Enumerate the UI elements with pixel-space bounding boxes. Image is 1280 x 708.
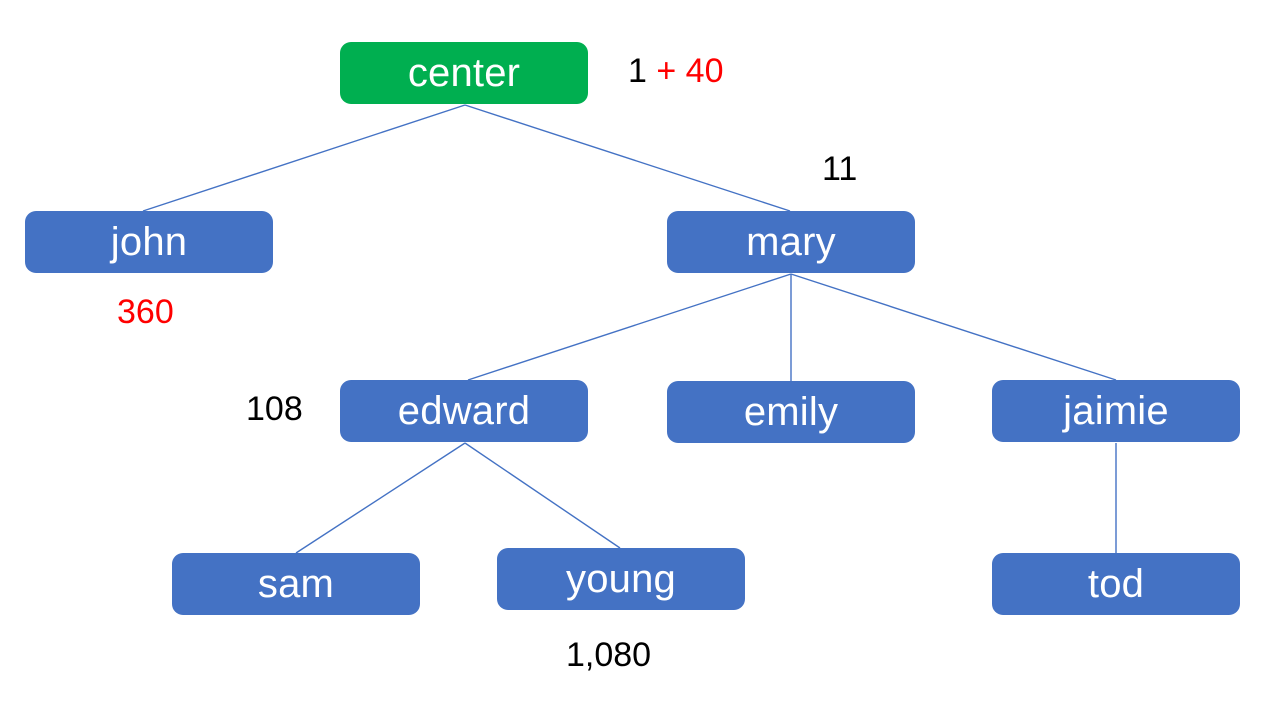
- annotation-edward-count: 108: [246, 392, 303, 426]
- tree-node-emily[interactable]: emily: [667, 381, 915, 443]
- tree-node-label: emily: [743, 390, 839, 434]
- tree-node-label: jaimie: [1063, 389, 1169, 433]
- tree-node-label: young: [566, 557, 676, 601]
- tree-edge: [790, 273, 1117, 381]
- tree-edge: [467, 273, 792, 381]
- tree-edge: [464, 104, 791, 212]
- tree-edge: [464, 442, 621, 549]
- tree-node-tod[interactable]: tod: [992, 553, 1240, 615]
- tree-edge: [142, 104, 466, 212]
- annotation-segment: 1: [628, 52, 647, 90]
- annotation-segment: [647, 52, 656, 90]
- tree-node-label: tod: [1087, 562, 1145, 606]
- annotation-segment: 1,080: [566, 636, 652, 674]
- annotation-segment: 11: [822, 150, 858, 188]
- tree-edge: [295, 442, 466, 554]
- annotation-segment: + 40: [656, 52, 724, 90]
- annotation-mary-count: 11: [822, 152, 857, 186]
- tree-node-jaimie[interactable]: jaimie: [992, 380, 1240, 442]
- tree-node-label: sam: [257, 562, 335, 606]
- annotation-young-count: 1,080: [566, 638, 651, 672]
- annotation-john-count: 360: [117, 295, 174, 329]
- tree-node-label: mary: [746, 220, 836, 264]
- tree-node-center[interactable]: center: [340, 42, 588, 104]
- tree-node-label: edward: [397, 389, 531, 433]
- tree-node-mary[interactable]: mary: [667, 211, 915, 273]
- tree-node-john[interactable]: john: [25, 211, 273, 273]
- annotation-segment: 360: [117, 293, 174, 331]
- tree-node-edward[interactable]: edward: [340, 380, 588, 442]
- tree-node-label: center: [407, 51, 521, 95]
- annotation-center-count: 1 + 40: [628, 54, 724, 88]
- tree-node-young[interactable]: young: [497, 548, 745, 610]
- tree-node-sam[interactable]: sam: [172, 553, 420, 615]
- tree-node-label: john: [110, 220, 188, 264]
- annotation-segment: 108: [246, 390, 303, 428]
